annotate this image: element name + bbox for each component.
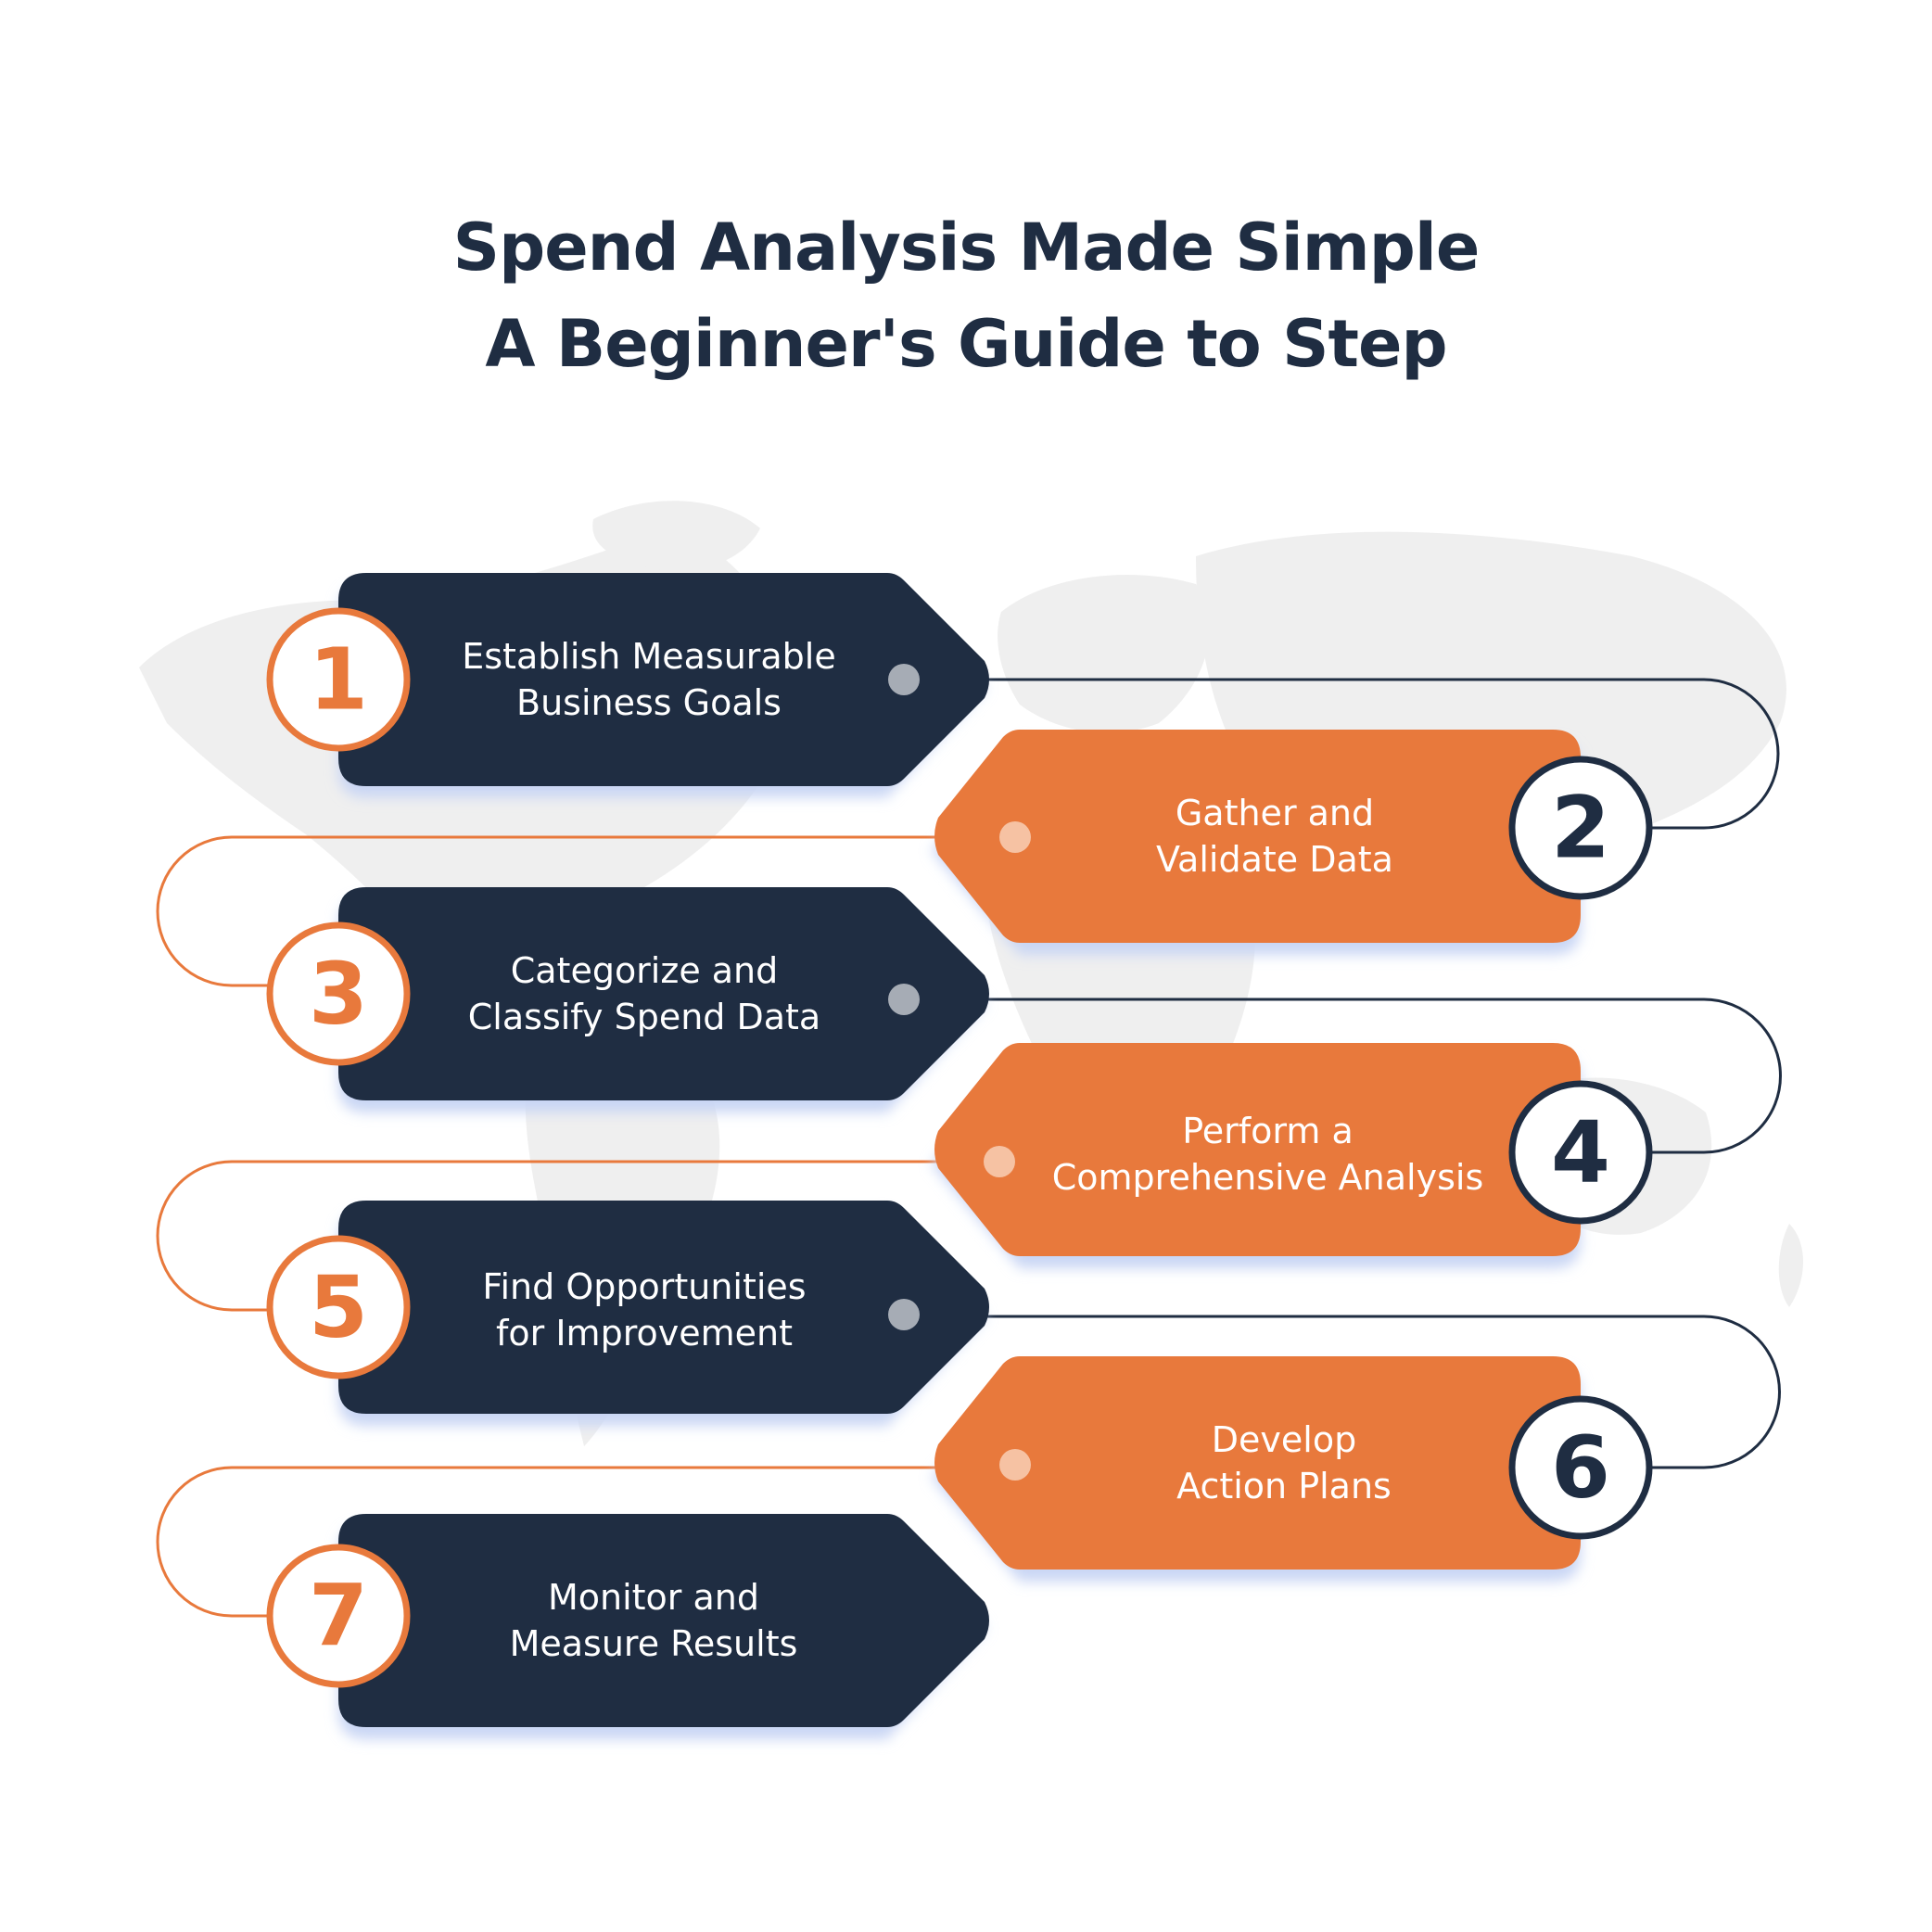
step-2-connector-dot (999, 821, 1031, 853)
page-title: Spend Analysis Made Simple A Beginner's … (0, 199, 1932, 392)
step-1-label: Establish Measurable Business Goals (417, 619, 881, 740)
step-1-label-line-2: Business Goals (516, 682, 782, 723)
step-7-tag (338, 1514, 989, 1727)
step-6-label: Develop Action Plans (1029, 1403, 1539, 1523)
map-greenland (592, 501, 760, 571)
step-1-number: 1 (309, 630, 368, 730)
title-line-1: Spend Analysis Made Simple (452, 210, 1481, 286)
step-2-tag (934, 730, 1581, 943)
step-6-number: 6 (1551, 1418, 1610, 1518)
step-1: 1 (266, 573, 989, 797)
step-1-connector-dot (888, 664, 920, 695)
step-2-number-badge (1508, 756, 1653, 900)
step-3-label-line-1: Categorize and (510, 950, 779, 991)
step-3-number: 3 (309, 945, 368, 1044)
step-5-tag (338, 1201, 989, 1414)
step-4-label: Perform a Comprehensive Analysis (1024, 1094, 1511, 1214)
step-7-label: Monitor and Measure Results (417, 1560, 890, 1681)
step-3-label: Categorize and Classify Spend Data (408, 934, 881, 1054)
step-2-label-line-1: Gather and (1175, 793, 1375, 833)
step-3-tag (338, 887, 989, 1100)
step-5-label-line-2: for Improvement (496, 1313, 793, 1354)
step-7-label-line-1: Monitor and (547, 1577, 760, 1618)
step-4-label-line-1: Perform a (1182, 1111, 1354, 1151)
step-5: 5 (266, 1201, 989, 1426)
step-6-tag (934, 1356, 1581, 1570)
map-europe (998, 575, 1210, 733)
step-4: 4 (932, 1043, 1653, 1268)
step-7: 7 (266, 1514, 989, 1739)
step-7-number: 7 (309, 1567, 368, 1666)
step-1-number-badge (266, 607, 411, 752)
step-6-label-line-1: Develop (1211, 1419, 1357, 1460)
step-3-connector-dot (888, 984, 920, 1015)
step-1-tag (338, 573, 989, 786)
step-3-number-badge (266, 922, 411, 1066)
step-4-tag (934, 1043, 1581, 1256)
step-4-label-line-2: Comprehensive Analysis (1051, 1157, 1484, 1198)
step-5-number: 5 (309, 1258, 368, 1357)
step-4-number-badge (1508, 1080, 1653, 1225)
map-new-zealand (1778, 1224, 1803, 1307)
step-5-label: Find Opportunities for Improvement (408, 1250, 881, 1370)
step-5-number-badge (266, 1235, 411, 1379)
step-6-label-line-2: Action Plans (1176, 1466, 1392, 1506)
step-3-label-line-2: Classify Spend Data (467, 997, 821, 1037)
connector-3-to-4 (904, 998, 1782, 1154)
step-4-number: 4 (1551, 1103, 1610, 1202)
step-3: 3 (266, 887, 989, 1112)
step-2: 2 (932, 730, 1653, 955)
connector-6-to-7 (156, 1466, 1015, 1618)
step-6-number-badge (1508, 1395, 1653, 1540)
connector-5-to-6 (904, 1315, 1781, 1469)
title-line-2: A Beginner's Guide to Step (485, 306, 1447, 382)
step-6-connector-dot (999, 1449, 1031, 1481)
step-7-label-line-2: Measure Results (509, 1623, 798, 1664)
connector-1-to-2 (904, 678, 1780, 830)
step-7-number-badge (266, 1544, 411, 1688)
step-5-label-line-1: Find Opportunities (482, 1266, 807, 1307)
step-2-label: Gather and Validate Data (1020, 776, 1530, 896)
connector-2-to-3 (156, 835, 1015, 987)
connector-4-to-5 (156, 1160, 999, 1312)
step-2-label-line-2: Validate Data (1156, 839, 1393, 880)
step-2-number: 2 (1551, 779, 1610, 878)
step-6: 6 (932, 1356, 1653, 1582)
step-1-label-line-1: Establish Measurable (462, 636, 836, 677)
step-4-connector-dot (984, 1146, 1015, 1177)
step-5-connector-dot (888, 1299, 920, 1330)
